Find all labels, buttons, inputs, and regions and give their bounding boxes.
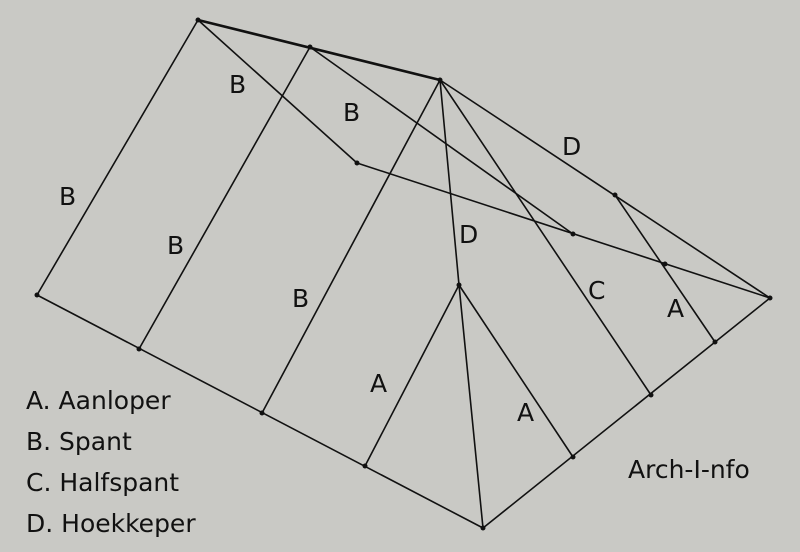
diagonal-from-left: [197, 19, 358, 164]
node: [354, 160, 360, 166]
node: [259, 410, 265, 416]
credit-text: Arch-I-nfo: [628, 455, 750, 484]
hip-rafter-upper: [439, 79, 771, 299]
common-rafter-3: [261, 79, 441, 414]
label-d-1: D: [562, 132, 581, 161]
label-a-2: A: [370, 369, 387, 398]
purlin-line: [356, 162, 771, 299]
legend-item-hoekkeper: D. Hoekkeper: [26, 509, 196, 538]
node: [362, 463, 368, 469]
label-a-1: A: [667, 294, 684, 323]
label-b-3: B: [59, 182, 76, 211]
node: [612, 192, 618, 198]
half-rafter: [439, 79, 652, 396]
hip-rafter-lower: [458, 284, 484, 529]
legend: A. Aanloper B. Spant C. Halfspant D. Hoe…: [26, 380, 196, 544]
jack-rafter-lower-left: [364, 284, 460, 467]
node: [712, 339, 718, 345]
node: [648, 392, 654, 398]
node: [570, 231, 576, 237]
node: [662, 261, 668, 267]
label-c-1: C: [588, 276, 605, 305]
node: [34, 292, 40, 298]
node: [456, 282, 462, 288]
label-b-2: B: [343, 98, 360, 127]
node: [136, 346, 142, 352]
node: [437, 77, 443, 83]
node: [307, 44, 313, 50]
node: [195, 17, 201, 23]
legend-item-spant: B. Spant: [26, 427, 132, 456]
legend-item-aanloper: A. Aanloper: [26, 386, 171, 415]
jack-rafter-lower-right: [458, 284, 574, 458]
label-a-3: A: [517, 398, 534, 427]
common-rafter-2: [138, 46, 311, 350]
label-b-4: B: [167, 231, 184, 260]
diagonal-middle: [309, 46, 574, 235]
jack-rafter-right-1: [614, 194, 716, 343]
label-b-5: B: [292, 284, 309, 313]
label-d-2: D: [459, 220, 478, 249]
node: [570, 454, 576, 460]
legend-item-halfspant: C. Halfspant: [26, 468, 180, 497]
left-gable-edge: [36, 19, 199, 296]
label-b-1: B: [229, 70, 246, 99]
node: [480, 525, 486, 531]
node: [767, 295, 773, 301]
ridge-line: [196, 18, 442, 82]
right-eave-line: [482, 297, 771, 529]
hip-rafter-middle: [439, 79, 460, 286]
